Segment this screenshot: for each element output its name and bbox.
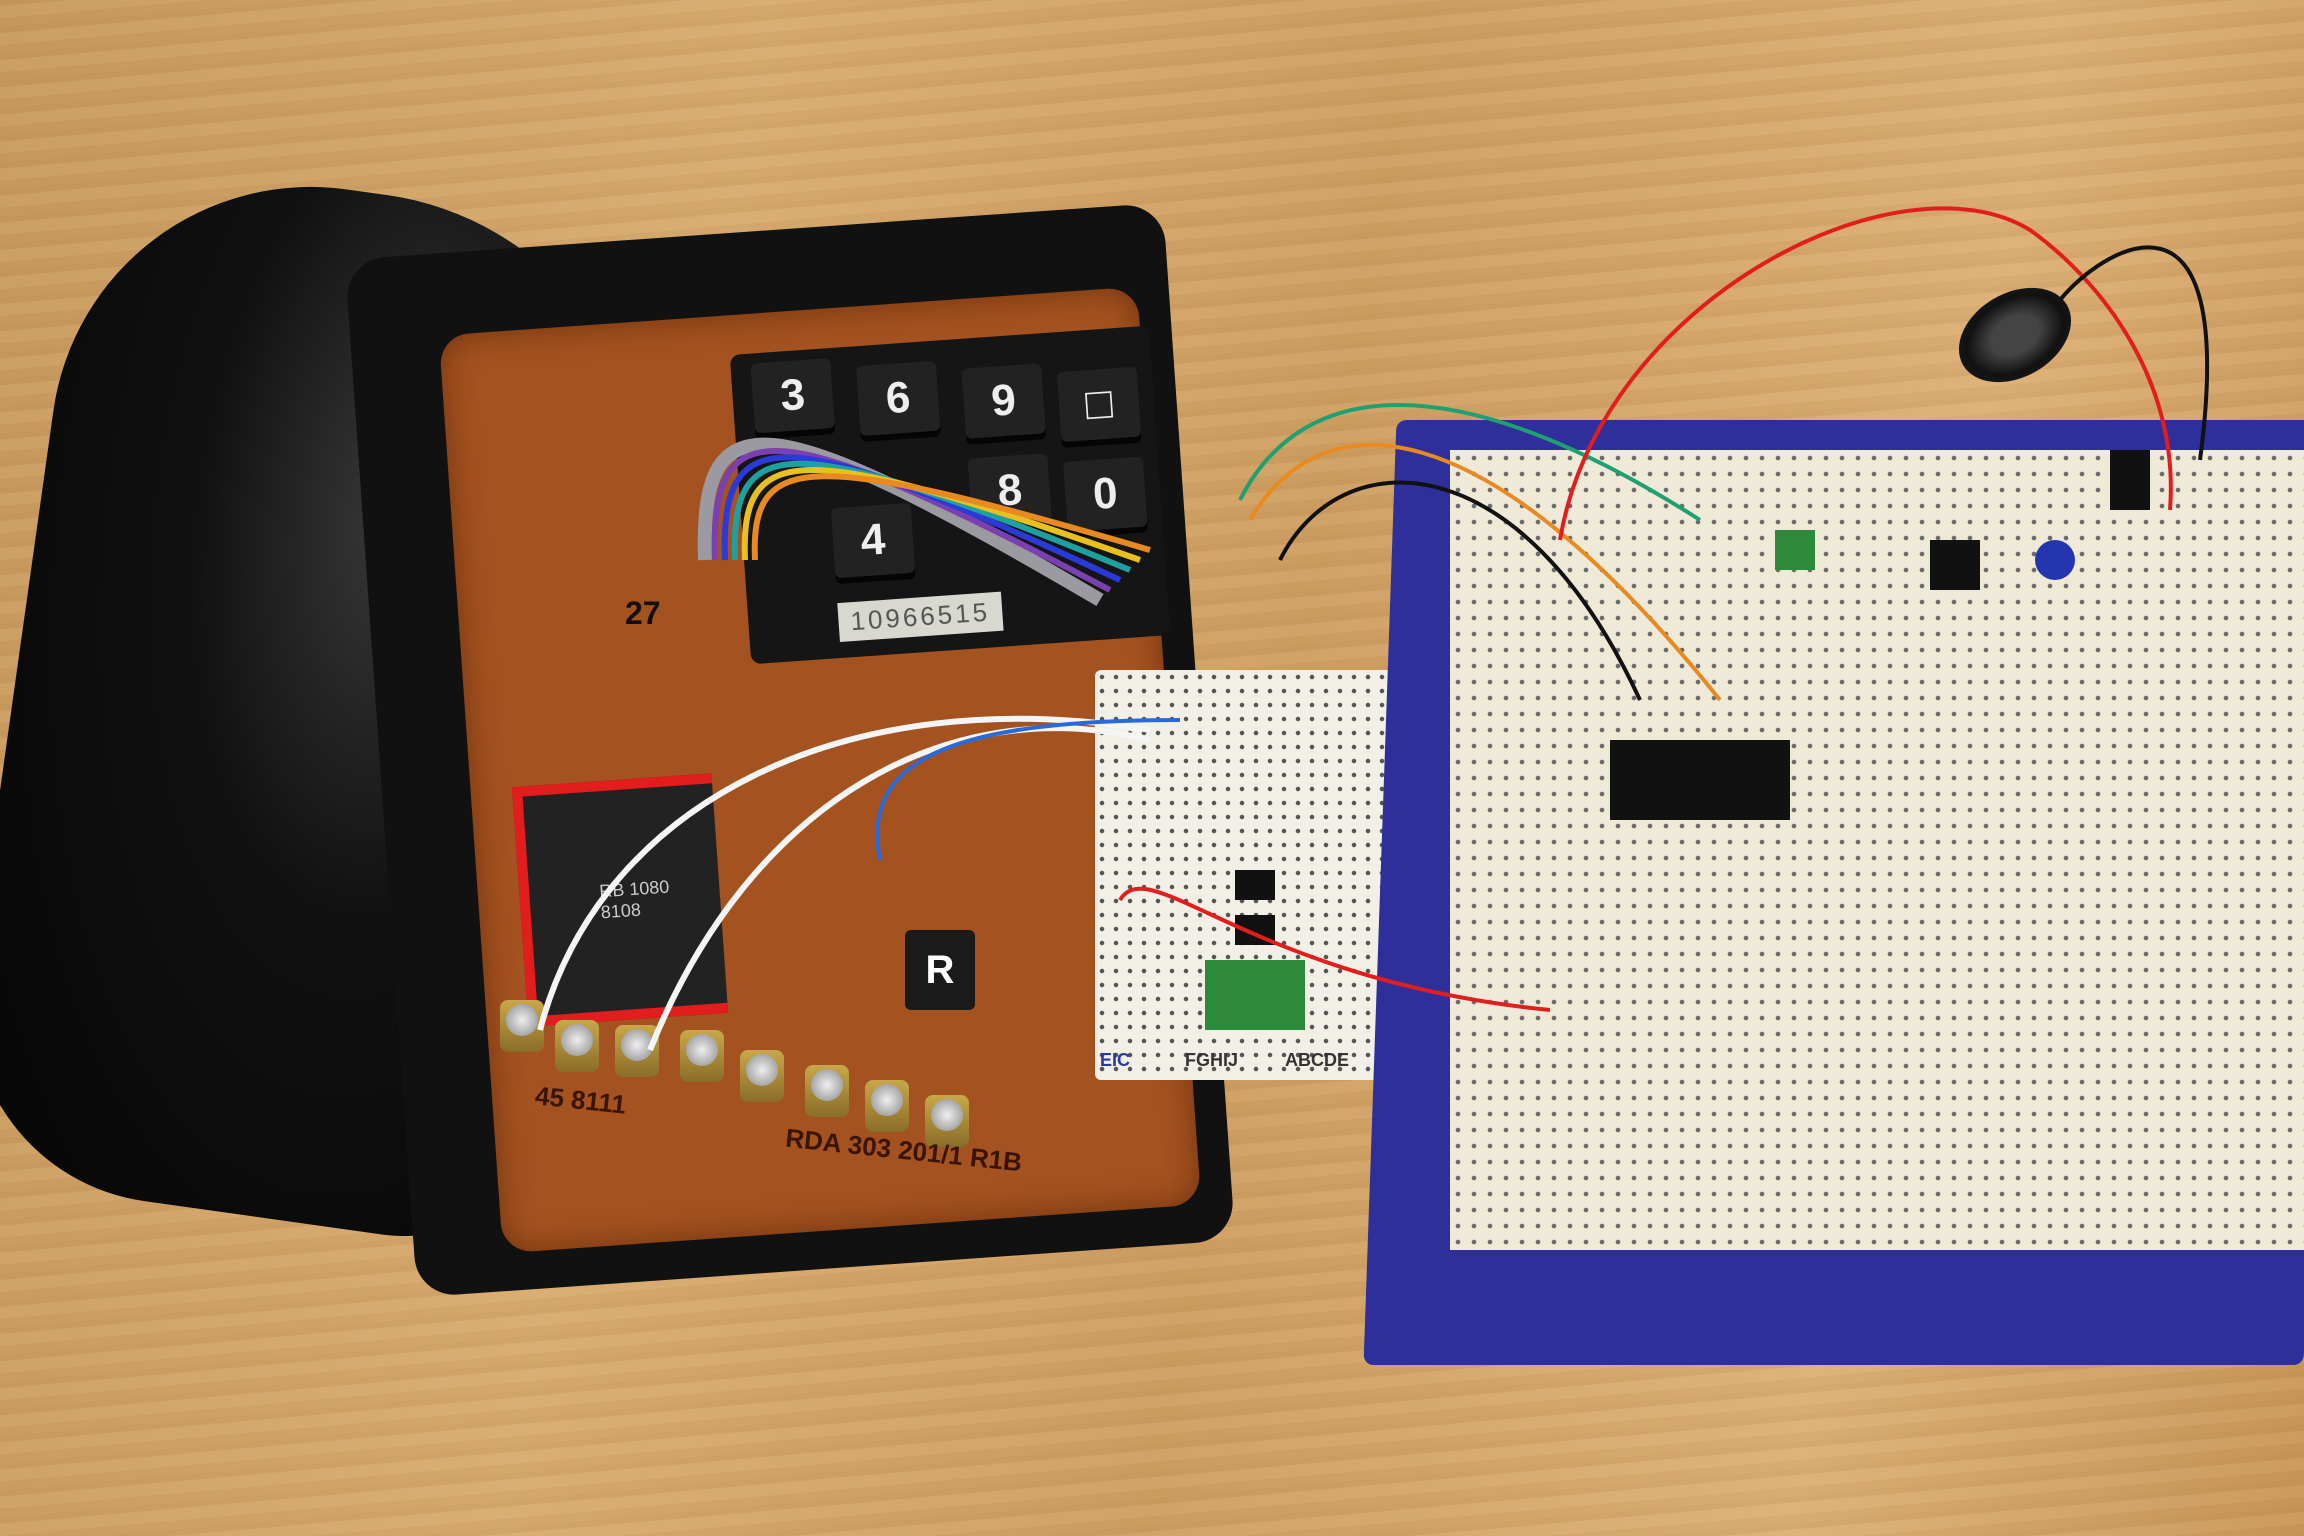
ribbon-wire xyxy=(711,448,1112,593)
ic-chip xyxy=(1235,870,1275,900)
large-breadboard xyxy=(1450,450,2304,1250)
ribbon-cable xyxy=(697,437,1104,607)
ic-chip xyxy=(1930,540,1980,590)
ribbon-wire xyxy=(751,473,1151,561)
microcontroller-board xyxy=(1610,740,1790,820)
orange-wire xyxy=(1248,443,1722,702)
brand-label: EIC xyxy=(1100,1050,1131,1070)
connector xyxy=(2110,450,2150,510)
screw-terminal xyxy=(680,1030,724,1082)
red-wire xyxy=(1118,886,1551,1012)
screw-terminal xyxy=(925,1095,969,1147)
ribbon-wire xyxy=(721,454,1122,583)
ribbon-wire xyxy=(731,460,1132,573)
speaker-wire-black xyxy=(2058,245,2210,461)
screw-terminal xyxy=(805,1065,849,1117)
white-wire xyxy=(537,715,1151,1031)
screw-terminal xyxy=(615,1025,659,1077)
recall-key: R xyxy=(905,930,975,1010)
screw-terminal xyxy=(865,1080,909,1132)
row-label-left: FGHIJ xyxy=(1185,1050,1239,1070)
white-wire xyxy=(647,725,1151,1052)
sensor-module xyxy=(1775,530,1815,570)
screw-terminal xyxy=(500,1000,544,1052)
blue-wire xyxy=(875,718,1181,861)
module-board xyxy=(1205,960,1305,1030)
teal-wire xyxy=(1238,403,1702,522)
black-wire xyxy=(1278,480,1642,701)
row-label-right: ABCDE xyxy=(1285,1050,1350,1070)
screw-terminal xyxy=(555,1020,599,1072)
board-number: 27 xyxy=(625,595,661,631)
potentiometer xyxy=(2035,540,2075,580)
ribbon-wire xyxy=(741,467,1141,563)
speaker-wire-red xyxy=(1558,206,2173,541)
screw-terminal xyxy=(740,1050,784,1102)
